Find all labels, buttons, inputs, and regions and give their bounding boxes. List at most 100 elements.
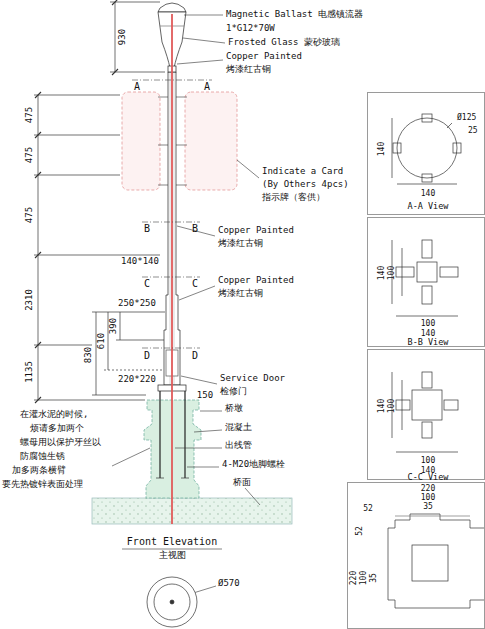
dimension-text: 35	[370, 573, 379, 583]
drawing-stroke	[181, 478, 189, 479]
drawing-stroke	[237, 160, 259, 178]
dimension-text: 140	[378, 142, 387, 156]
drawing-stroke	[38, 95, 39, 400]
drawing-stroke	[35, 172, 41, 178]
view-title: A-A View	[408, 202, 449, 211]
callout-text: Frosted Glass 蒙砂玻璃	[228, 38, 340, 48]
drawing-stroke	[122, 549, 222, 550]
dimension-text: 830	[84, 347, 94, 363]
callout-text: 出线管	[225, 441, 252, 451]
drawing-stroke	[112, 15, 260, 594]
callout-text: 1*G12*70W	[226, 24, 275, 34]
drawing-stroke	[34, 0, 485, 627]
dimension-text: 100	[421, 320, 435, 329]
callout-text: Indicate a Card	[262, 167, 343, 177]
drawing-stroke	[34, 345, 92, 346]
dimension-text: 140*140	[121, 257, 159, 267]
section-letter: B	[192, 223, 198, 234]
drawing-stroke	[200, 411, 222, 412]
callout-text: 桥墩	[225, 404, 243, 414]
drawing-stroke	[92, 498, 292, 524]
drawing-stroke	[422, 422, 432, 438]
dimension-text: 52	[356, 526, 365, 536]
drawing-stroke	[35, 397, 41, 403]
drawing-stroke	[92, 498, 292, 524]
callout-text: 4-M20地脚螺栓	[222, 460, 285, 470]
drawing-stroke	[132, 80, 212, 81]
drawing-stroke	[170, 600, 174, 604]
drawing-stroke	[388, 514, 485, 608]
drawing-stroke	[35, 92, 41, 98]
dimension-text: 140	[378, 266, 387, 280]
drawing-stroke	[35, 132, 41, 138]
drawing-stroke	[422, 174, 432, 182]
drawing-stroke	[194, 430, 222, 432]
section-letter: C	[144, 278, 150, 289]
callout-text: Copper Painted	[218, 276, 294, 286]
drawing-stroke	[184, 388, 185, 478]
drawing-stroke	[402, 248, 403, 296]
drawing-stroke	[440, 267, 458, 277]
drawing-stroke	[142, 348, 200, 349]
drawing-stroke	[184, 15, 223, 16]
drawing-stroke	[92, 312, 165, 313]
drawing-stroke	[392, 118, 393, 178]
drawing-stroke	[115, 2, 116, 72]
drawing-stroke	[154, 584, 190, 620]
drawing-stroke	[35, 252, 41, 258]
dimension-text: 390	[109, 318, 119, 334]
dimension-text: 1135	[25, 361, 35, 383]
drawing-stroke	[177, 60, 223, 64]
callout-text: 烤漆红古铜	[226, 65, 271, 75]
drawing-stroke	[110, 72, 165, 73]
drawing-stroke	[422, 240, 432, 258]
callout-text: 指示牌（客供）	[262, 193, 325, 203]
dimension-text: 2310	[25, 289, 35, 311]
section-view-panel: 140100100140C-C View	[367, 349, 485, 480]
section-letter: D	[144, 350, 150, 361]
drawing-stroke	[34, 255, 160, 256]
callout-text: Front Elevation	[127, 536, 217, 547]
callout-text: (By Others 4pcs)	[262, 180, 349, 190]
dimension-text: 140	[421, 330, 435, 339]
section-letter: C	[192, 278, 198, 289]
drawing-stroke	[397, 184, 457, 185]
drawing-stroke	[110, 2, 160, 3]
dimension-text: 100	[388, 399, 397, 413]
drawing-stroke	[422, 286, 432, 304]
callout-text: Magnetic Ballast 电感镇流器	[226, 10, 363, 20]
drawing-stroke	[170, 72, 171, 385]
drawing-stroke	[245, 488, 260, 505]
callout-text: 烤漆红古铜	[218, 239, 263, 249]
callout-text: Copper Painted	[226, 52, 302, 62]
drawing-stroke	[183, 38, 225, 43]
dimension-text: 475	[25, 107, 35, 123]
callout-text: Copper Painted	[218, 226, 294, 236]
dimension-text: Ø570	[218, 579, 240, 589]
dimension-text: 150	[197, 391, 213, 401]
view-title: B-B View	[408, 338, 449, 347]
drawing-stroke	[120, 312, 121, 340]
drawing-stroke	[187, 467, 219, 468]
drawing-stroke	[156, 478, 164, 479]
dimension-text: 100	[360, 571, 369, 585]
dimension-text: 930	[118, 29, 128, 45]
drawing-stroke	[158, 3, 186, 12]
callout-text: 要先热镀锌表面处理	[2, 480, 83, 490]
drawing-stroke	[142, 277, 200, 278]
drawing-stroke	[104, 370, 164, 371]
drawing-stroke	[422, 114, 432, 122]
dimension-text: 100	[421, 494, 435, 503]
section-view-panel: 140100100140B-B View	[367, 217, 485, 347]
drawing-stroke	[181, 376, 217, 384]
drawing-stroke	[122, 92, 160, 190]
drawing-stroke	[402, 380, 403, 430]
dimension-text: 100	[421, 457, 435, 466]
drawing-stroke	[147, 577, 197, 627]
callout-text: 加多两条横臂	[12, 466, 66, 476]
drawing-stroke	[35, 0, 118, 403]
drawing-stroke	[96, 312, 97, 395]
drawing-stroke	[417, 262, 437, 282]
